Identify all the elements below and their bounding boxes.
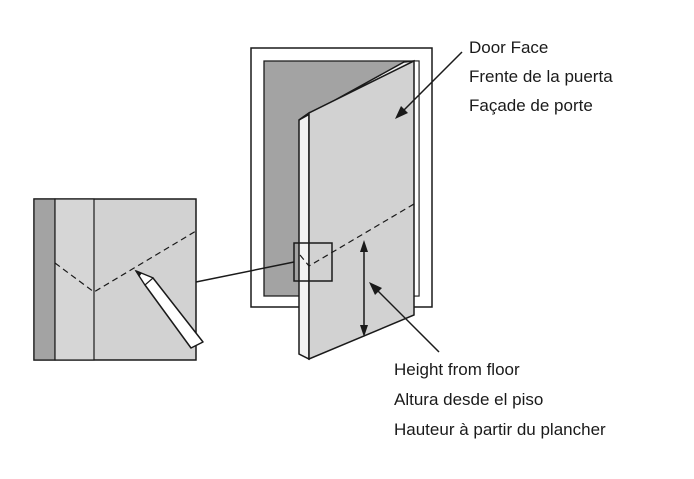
detail-connector-line	[195, 261, 295, 283]
height-label-group: Height from floor Altura desde el piso H…	[394, 360, 606, 439]
height-label-en: Height from floor	[394, 360, 520, 379]
detail-inset	[33, 198, 204, 361]
door-face-label-en: Door Face	[469, 38, 548, 57]
height-leader-arrow	[369, 282, 440, 353]
door-face-leader-arrow	[395, 51, 463, 119]
door-leaf	[298, 59, 415, 361]
door-face-label-group: Door Face Frente de la puerta Façade de …	[469, 38, 613, 115]
height-label-fr: Hauteur à partir du plancher	[394, 420, 606, 439]
door-face	[308, 59, 415, 361]
height-dimension-arrow	[360, 240, 368, 337]
door-face-label-fr: Façade de porte	[469, 96, 593, 115]
door-edge	[298, 111, 310, 361]
marking-line	[299, 203, 415, 267]
door-face-label-es: Frente de la puerta	[469, 67, 613, 86]
height-label-es: Altura desde el piso	[394, 390, 543, 409]
pencil-icon	[134, 269, 204, 349]
